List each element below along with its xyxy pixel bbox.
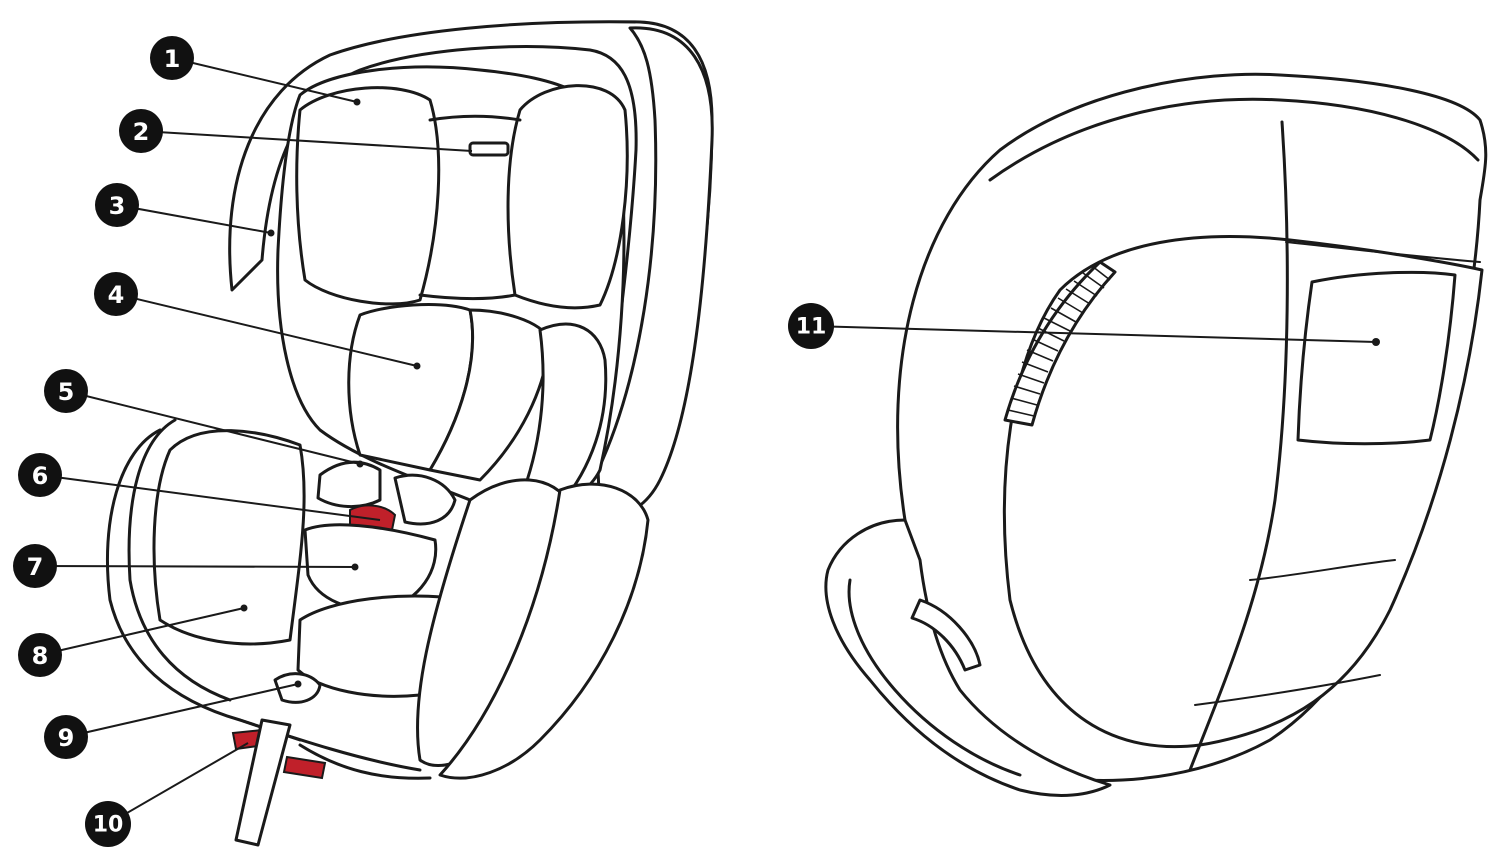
callout-8: 8 — [18, 633, 62, 677]
callout-9: 9 — [44, 715, 88, 759]
callout-10: 10 — [85, 801, 131, 847]
callout-11-label: 11 — [796, 315, 827, 340]
callout-2-label: 2 — [133, 118, 150, 146]
leader-lines — [34, 57, 1380, 825]
callout-10-label: 10 — [93, 813, 124, 838]
callout-4-label: 4 — [108, 281, 125, 309]
callout-11: 11 — [788, 303, 834, 349]
callout-7: 7 — [13, 544, 57, 588]
isofix-connector-right — [282, 755, 327, 780]
callout-3: 3 — [95, 183, 139, 227]
callout-badges: 1 2 3 4 5 6 7 8 — [13, 36, 834, 847]
callout-2: 2 — [119, 109, 163, 153]
callout-5: 5 — [44, 369, 88, 413]
callout-5-label: 5 — [58, 378, 75, 406]
callout-8-label: 8 — [32, 642, 49, 670]
rear-view-seat — [824, 72, 1488, 797]
callout-4: 4 — [94, 272, 138, 316]
front-view-seat — [106, 20, 714, 847]
callout-1: 1 — [150, 36, 194, 80]
rear-storage-panel — [1296, 270, 1457, 446]
callout-6-label: 6 — [32, 462, 49, 490]
callout-7-label: 7 — [27, 553, 44, 581]
callout-9-label: 9 — [58, 724, 75, 752]
callout-1-label: 1 — [164, 45, 181, 73]
vent-slats — [1007, 265, 1111, 417]
callout-3-label: 3 — [109, 192, 126, 220]
callout-6: 6 — [18, 453, 62, 497]
